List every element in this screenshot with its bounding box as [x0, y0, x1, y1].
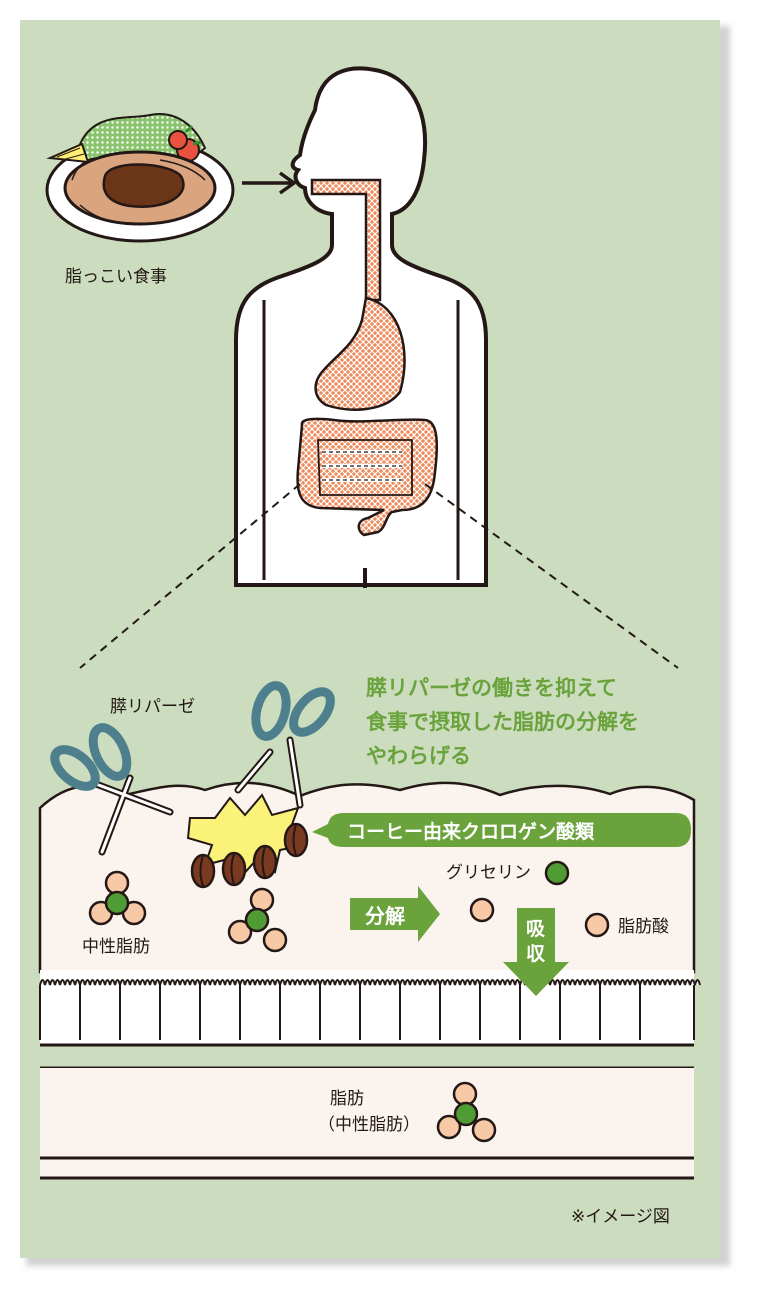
neutral-fat-label: 中性脂肪 — [82, 937, 150, 957]
headline-line-1: 膵リパーゼの働きを抑えて — [366, 676, 617, 700]
headline-line-2: 食事で摂取した脂肪の分解を — [366, 710, 639, 734]
zoom-lines — [79, 483, 679, 669]
fatty-acid-label: 脂肪酸 — [618, 917, 669, 937]
fat-neutral-label: （中性脂肪） — [318, 1115, 420, 1135]
lipase-scissors-left — [50, 723, 174, 856]
glycerin-bead — [544, 860, 570, 886]
breakdown-arrow: 分解 — [350, 886, 440, 942]
lipase-label: 膵リパーゼ — [110, 697, 195, 717]
coffee-compound-callout: コーヒー由来クロロゲン酸類 — [312, 813, 691, 847]
absorption-arrow: 吸 収 — [503, 908, 569, 996]
neutral-fat-molecule-2 — [227, 887, 288, 953]
image-note: ※イメージ図 — [571, 1207, 670, 1227]
lipase-scissors-right — [234, 681, 335, 809]
glycerin-label: グリセリン — [446, 863, 531, 883]
arrow-to-mouth — [242, 171, 298, 195]
coffee-beans — [190, 822, 309, 889]
digestive-tract — [296, 178, 439, 537]
absorbed-fat-molecule — [436, 1081, 497, 1143]
fatty-acid-bead-1 — [469, 897, 495, 923]
fatty-acid-bead-2 — [584, 912, 610, 938]
absorption-label-2: 収 — [526, 943, 546, 965]
coffee-compound-label: コーヒー由来クロロゲン酸類 — [347, 820, 595, 843]
headline-line-3: やわらげる — [366, 744, 471, 768]
fat-label: 脂肪 — [330, 1089, 364, 1109]
neutral-fat-molecule-1 — [88, 870, 147, 926]
fatty-meal-illustration — [45, 113, 235, 243]
breakdown-label: 分解 — [365, 904, 405, 928]
absorption-label-1: 吸 — [526, 918, 546, 940]
fatty-meal-label: 脂っこい食事 — [65, 267, 167, 287]
